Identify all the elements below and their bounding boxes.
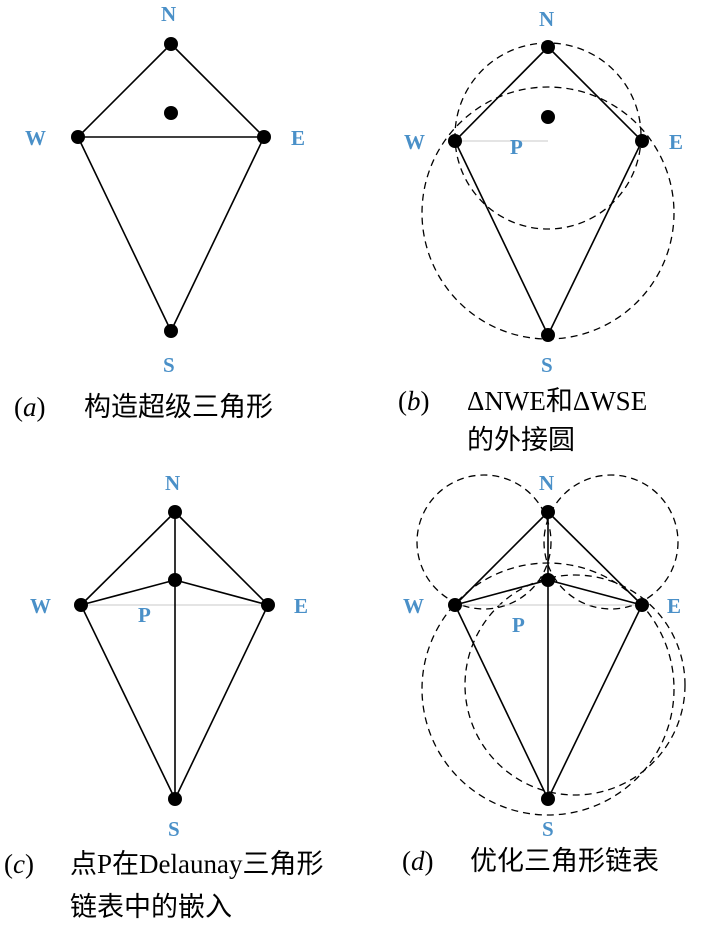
node-s bbox=[541, 328, 555, 342]
label-e: E bbox=[667, 594, 681, 618]
panel-a-tag-letter: a bbox=[23, 392, 37, 422]
label-n: N bbox=[161, 2, 176, 26]
label-n: N bbox=[539, 471, 554, 495]
panel-c: N W E P S (c) 点P在Delaunay三角形 链表中的嵌入 bbox=[4, 471, 323, 922]
edge-e-s bbox=[170, 136, 265, 332]
panel-d-tag-letter: d bbox=[411, 846, 425, 876]
node-n bbox=[541, 40, 555, 54]
label-n: N bbox=[165, 471, 180, 495]
panel-d: N W E P S (d) 优化三角形链表 bbox=[402, 471, 686, 876]
panel-b-tag-letter: b bbox=[407, 386, 421, 416]
panel-c-caption-line-1: 点P在Delaunay三角形 bbox=[70, 849, 323, 879]
label-w: W bbox=[404, 130, 425, 154]
panel-c-tag-letter: c bbox=[13, 849, 25, 879]
circumcircle-nwp bbox=[416, 474, 552, 610]
edge-w-p bbox=[454, 579, 549, 606]
panel-a-caption-line-1: 构造超级三角形 bbox=[84, 392, 273, 422]
node-p bbox=[541, 573, 555, 587]
label-p: P bbox=[138, 603, 151, 627]
circumcircle-wse bbox=[421, 86, 675, 340]
panel-b: N W E P S (b) ΔNWE和ΔWSE 的外接圆 bbox=[398, 7, 683, 455]
edge-n-e bbox=[174, 511, 269, 606]
panel-c-tag: (c) bbox=[4, 849, 34, 879]
label-s: S bbox=[163, 353, 175, 377]
panel-b-caption-line-2: 的外接圆 bbox=[467, 425, 575, 455]
node-e bbox=[635, 134, 649, 148]
edge-w-s bbox=[77, 136, 172, 332]
edge-n-e bbox=[547, 511, 643, 606]
label-p: P bbox=[510, 135, 523, 159]
edge-w-p bbox=[80, 579, 176, 606]
node-p bbox=[164, 106, 178, 120]
panel-b-tag: (b) bbox=[398, 386, 430, 416]
edge-w-s bbox=[454, 140, 549, 336]
edge-n-w bbox=[454, 46, 549, 142]
edge-n-e bbox=[547, 46, 643, 142]
panel-d-caption-line-1: 优化三角形链表 bbox=[470, 846, 659, 876]
edge-n-e bbox=[170, 43, 265, 138]
label-w: W bbox=[25, 126, 46, 150]
edge-e-p bbox=[547, 579, 643, 606]
node-s bbox=[541, 792, 555, 806]
label-w: W bbox=[30, 594, 51, 618]
label-e: E bbox=[669, 130, 683, 154]
node-s bbox=[168, 792, 182, 806]
label-s: S bbox=[168, 817, 180, 841]
panel-b-caption-line-1: ΔNWE和ΔWSE bbox=[467, 386, 647, 416]
node-e bbox=[257, 130, 271, 144]
node-p bbox=[168, 573, 182, 587]
label-n: N bbox=[539, 7, 554, 31]
circumcircle-nep bbox=[543, 474, 679, 610]
node-p bbox=[541, 110, 555, 124]
node-w bbox=[74, 598, 88, 612]
circumcircle-esp bbox=[464, 574, 686, 796]
node-n bbox=[168, 505, 182, 519]
edge-w-s bbox=[80, 604, 176, 800]
edge-n-w bbox=[80, 511, 176, 606]
panel-a-tag: (a) bbox=[14, 392, 46, 422]
edge-n-w bbox=[454, 511, 549, 606]
node-e bbox=[635, 598, 649, 612]
node-s bbox=[164, 324, 178, 338]
node-n bbox=[541, 505, 555, 519]
node-w bbox=[448, 598, 462, 612]
panel-c-caption-line-2: 链表中的嵌入 bbox=[70, 892, 232, 922]
label-p: P bbox=[512, 613, 525, 637]
label-s: S bbox=[542, 817, 554, 841]
panel-d-tag: (d) bbox=[402, 846, 434, 876]
label-s: S bbox=[541, 353, 553, 377]
node-w bbox=[448, 134, 462, 148]
label-w: W bbox=[403, 594, 424, 618]
edge-e-s bbox=[174, 604, 269, 800]
edge-e-p bbox=[174, 579, 269, 606]
edge-w-s bbox=[454, 604, 549, 800]
label-e: E bbox=[291, 126, 305, 150]
node-n bbox=[164, 37, 178, 51]
panel-a: N W E S (a) 构造超级三角形 bbox=[14, 2, 305, 422]
edge-e-s bbox=[547, 604, 643, 800]
label-e: E bbox=[294, 594, 308, 618]
edge-n-w bbox=[77, 43, 172, 138]
edge-e-s bbox=[547, 140, 643, 336]
node-e bbox=[261, 598, 275, 612]
node-w bbox=[71, 130, 85, 144]
